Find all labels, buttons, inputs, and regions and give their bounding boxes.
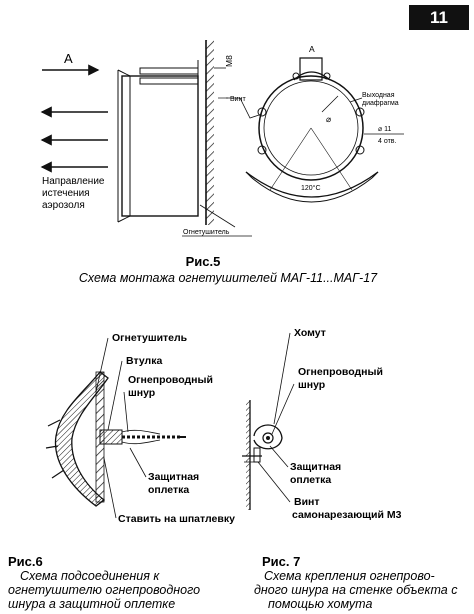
fig7-label-clamp: Хомут: [294, 327, 326, 339]
front-view-a: А ⌀: [226, 44, 404, 203]
flow-direction-line2: истечения: [42, 188, 90, 199]
hole-dim-line1: ⌀ 11: [378, 126, 392, 133]
fig5-caption-text: Схема монтажа огнетушителей МАГ-11...МАГ…: [79, 271, 378, 285]
fig7-label-cord-line2: шнур: [298, 379, 325, 391]
fig6-label-putty: Ставить на шпатлевку: [118, 513, 235, 525]
fig6-caption-line2: огнетушителю огнепроводного: [8, 583, 200, 597]
fig7-label-cord-line1: Огнепроводный: [298, 366, 383, 378]
extinguisher-side-view: [117, 60, 199, 223]
fig6-label-sleeve: Втулка: [126, 355, 162, 367]
fig6-label-cord-line1: Огнепроводный: [128, 374, 213, 386]
flow-direction-line1: Направление: [42, 176, 105, 187]
extinguisher-label: Огнетушитель: [183, 229, 230, 236]
page-number: 11: [430, 7, 448, 27]
fig6-caption-line1: Схема подсоединения к: [20, 569, 160, 583]
fig7-label-braid-line1: Защитная: [290, 461, 341, 473]
flow-direction-line3: аэрозоля: [42, 200, 85, 211]
fig7-label-screw-line2: самонарезающий М3: [292, 509, 402, 521]
fig6-drawing: Огнетушитель Втулка Огнепроводный шнур З…: [8, 332, 235, 611]
flow-arrows: [40, 106, 108, 173]
diaphragm-label-line2: диафрагма: [362, 100, 399, 107]
view-a-label: А: [64, 51, 73, 66]
hole-dim-line2: 4 отв.: [378, 138, 397, 145]
diaphragm-label-line1: Выходная: [362, 92, 395, 99]
fig6-label-braid-line1: Защитная: [148, 471, 199, 483]
fig6-label-cord-line2: шнур: [128, 387, 155, 399]
wall-hatched: [205, 40, 214, 225]
fig7-label-screw-line1: Винт: [294, 496, 320, 508]
fig6-caption-line3: шнура а защитной оплетке: [8, 597, 175, 611]
fig7-drawing: Хомут Огнепроводный шнур Защитная оплетк…: [242, 327, 458, 611]
view-a-arrow: А: [42, 51, 100, 76]
diameter-symbol: ⌀: [326, 114, 332, 124]
page-number-badge: 11: [409, 5, 469, 30]
fig7-caption-title: Рис. 7: [262, 554, 300, 569]
fig7-label-braid-line2: оплетка: [290, 474, 331, 486]
fig5-caption-title: Рис.5: [186, 254, 221, 269]
fig7-caption-line2: дного шнура на стенке объекта с: [254, 583, 458, 597]
view-a-right-label: А: [309, 44, 315, 54]
angle-label: 120°С: [301, 184, 321, 192]
bolt-m8-label: М8: [224, 55, 234, 67]
fig5-drawing: А Направление истечения аэрозоля: [40, 40, 404, 285]
fig6-label-extinguisher: Огнетушитель: [112, 332, 188, 344]
fig6-caption-title: Рис.6: [8, 554, 43, 569]
fig7-caption-line1: Схема крепления огнепрово-: [264, 569, 435, 583]
fig6-label-braid-line2: оплетка: [148, 484, 189, 496]
screw-label: Винт: [230, 96, 246, 103]
fig7-caption-line3: помощью хомута: [268, 597, 372, 611]
